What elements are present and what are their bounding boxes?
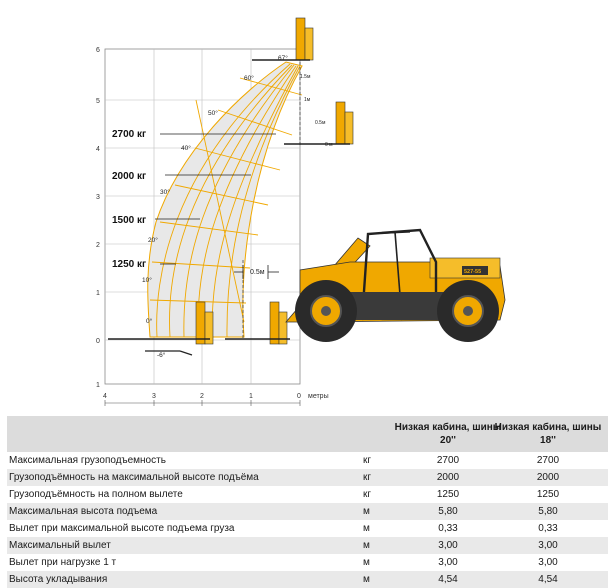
- row-label: Грузоподъёмность на полном вылете: [9, 489, 183, 500]
- row-value-18: 2700: [536, 455, 560, 466]
- x-tick-label: 0: [297, 393, 301, 400]
- x-tick-label: 4: [103, 393, 107, 400]
- specifications-table: Низкая кабина, шины 20'' Низкая кабина, …: [7, 416, 608, 588]
- machine-model-badge: 527-55: [464, 269, 481, 275]
- load-label-2000: 2000 кг: [112, 171, 146, 182]
- row-value-20: 4,54: [438, 574, 458, 585]
- row-unit: кг: [363, 489, 372, 500]
- telehandler-machine: 527-55: [285, 228, 506, 342]
- table-row: Грузоподъёмность на полном вылете кг 125…: [7, 486, 608, 503]
- load-label-2700: 2700 кг: [112, 129, 146, 140]
- fork-offset-0m: 0 м: [325, 142, 333, 148]
- row-label: Максимальный вылет: [9, 540, 111, 551]
- row-unit: м: [363, 557, 370, 568]
- load-chart-diagram: 6 5 4 3 2 1 0 1 4 3 2 1 0 метры: [96, 17, 506, 406]
- x-tick-label: 2: [200, 393, 204, 400]
- x-tick-label: 3: [152, 393, 156, 400]
- row-value-20: 5,80: [438, 506, 458, 517]
- fork-carriage-top: [252, 17, 314, 61]
- x-tick-label: 1: [249, 393, 253, 400]
- column-header-low-cab-18: Низкая кабина, шины 18'': [494, 422, 602, 446]
- row-value-18: 5,80: [538, 506, 558, 517]
- angle-label-30: 30°: [160, 188, 170, 196]
- table-row: Высота укладывания м 4,54 4,54: [7, 571, 608, 588]
- y-tick-label: 6: [96, 47, 100, 54]
- row-label: Максимальная грузоподъемность: [9, 455, 166, 466]
- row-value-18: 1250: [536, 489, 560, 500]
- angle-lines: [149, 77, 303, 323]
- reach-offset-label: 0.5м: [250, 269, 265, 276]
- row-label: Вылет при нагрузке 1 т: [9, 557, 117, 568]
- load-envelope-area: [147, 61, 303, 338]
- table-row: Максимальная грузоподъемность кг 2700 27…: [7, 452, 608, 469]
- table-row: Вылет при нагрузке 1 т м 3,00 3,00: [7, 554, 608, 571]
- x-axis-unit: метры: [308, 393, 329, 400]
- angle-label-50: 50°: [208, 109, 218, 117]
- row-label: Грузоподъёмность на максимальной высоте …: [9, 472, 259, 483]
- y-tick-label: 1: [96, 290, 100, 297]
- fork-carriage-middle: [284, 101, 354, 145]
- angle-label-minus6: -6°: [157, 351, 166, 359]
- y-tick-label: 3: [96, 194, 100, 201]
- column-header-low-cab-20: Низкая кабина, шины 20'': [394, 422, 502, 446]
- fork-offset-1-5m: 1.5м: [300, 74, 311, 80]
- x-scale-bar: [104, 400, 301, 406]
- table-header: Низкая кабина, шины 20'' Низкая кабина, …: [7, 416, 608, 452]
- row-value-20: 2000: [436, 472, 460, 483]
- row-label: Вылет при максимальной высоте подъема гр…: [9, 523, 235, 534]
- row-value-18: 0,33: [538, 523, 558, 534]
- row-value-18: 3,00: [538, 540, 558, 551]
- fork-offset-0-5m: 0.5м: [315, 120, 326, 126]
- angle-label-0: 0°: [146, 317, 153, 325]
- row-value-20: 3,00: [438, 540, 458, 551]
- table-row: Максимальная высота подъема м 5,80 5,80: [7, 503, 608, 520]
- row-value-18: 4,54: [538, 574, 558, 585]
- angle-label-40: 40°: [181, 144, 191, 152]
- y-tick-label: 2: [96, 242, 100, 249]
- load-label-1250: 1250 кг: [112, 259, 146, 270]
- fork-offset-1m: 1м: [304, 97, 311, 103]
- row-unit: м: [363, 506, 370, 517]
- angle-label-67: 67°: [278, 54, 288, 62]
- row-value-20: 1250: [436, 489, 460, 500]
- row-value-20: 0,33: [438, 523, 458, 534]
- angle-label-20: 20°: [148, 236, 158, 244]
- y-tick-label: 4: [96, 146, 100, 153]
- row-unit: м: [363, 574, 370, 585]
- row-value-18: 3,00: [538, 557, 558, 568]
- angle-label-60: 60°: [244, 74, 254, 82]
- fork-carriage-retracted: [225, 301, 290, 345]
- table-row: Грузоподъёмность на максимальной высоте …: [7, 469, 608, 486]
- load-label-1500: 1500 кг: [112, 215, 146, 226]
- row-label: Максимальная высота подъема: [9, 506, 158, 517]
- row-value-20: 3,00: [438, 557, 458, 568]
- row-value-18: 2000: [536, 472, 560, 483]
- row-label: Высота укладывания: [9, 574, 108, 585]
- fork-carriage-reach: [108, 301, 214, 356]
- reach-offset-marker: [234, 265, 279, 279]
- angle-label-10: 10°: [142, 276, 152, 284]
- row-value-20: 2700: [436, 455, 460, 466]
- row-unit: м: [363, 523, 370, 534]
- row-unit: кг: [363, 472, 372, 483]
- row-unit: м: [363, 540, 370, 551]
- y-tick-label: 1: [96, 382, 100, 389]
- y-tick-label: 0: [96, 338, 100, 345]
- row-unit: кг: [363, 455, 372, 466]
- table-row: Максимальный вылет м 3,00 3,00: [7, 537, 608, 554]
- y-tick-label: 5: [96, 98, 100, 105]
- table-row: Вылет при максимальной высоте подъема гр…: [7, 520, 608, 537]
